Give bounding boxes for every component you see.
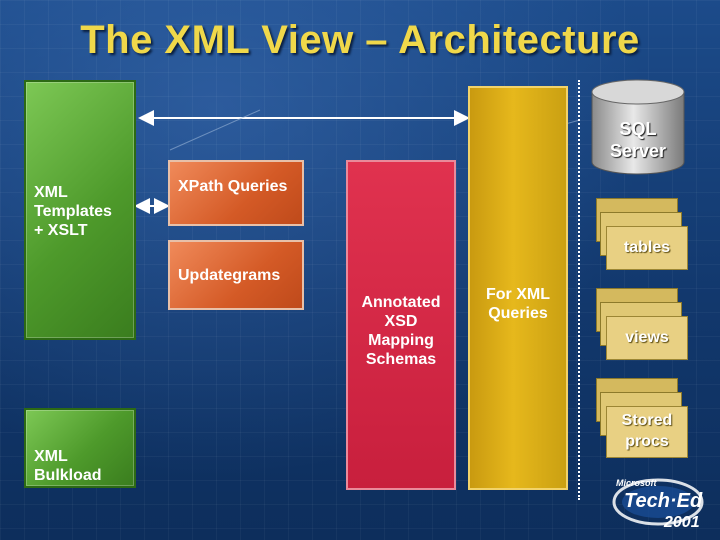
thin-line-1	[169, 109, 261, 151]
tables-label: tables	[623, 239, 671, 256]
for-xml-queries-box: For XML Queries	[468, 86, 568, 490]
sql-server-label: SQL Server	[609, 119, 667, 161]
tables-stack-front	[606, 226, 688, 270]
stored-procs-label: Stored procs	[621, 412, 673, 450]
xml-templates-box: XML Templates + XSLT	[24, 80, 136, 340]
xml-templates-label: XML Templates + XSLT	[34, 184, 112, 239]
database-cylinder-icon	[591, 79, 685, 175]
views-stack-front	[606, 316, 688, 360]
logo-name: Tech·Ed	[624, 490, 703, 512]
procs-stack-front	[606, 406, 688, 458]
teched-logo-icon	[612, 478, 704, 526]
xml-bulkload-box: XML Bulkload	[24, 408, 136, 488]
for-xml-queries-label: For XML Queries	[486, 286, 550, 322]
updategrams-box: Updategrams	[168, 240, 304, 310]
logo-year: 2001	[664, 514, 700, 531]
slide-title: The XML View – Architecture	[80, 18, 640, 62]
logo-brand: Microsoft	[616, 478, 657, 488]
server-boundary-line	[578, 80, 580, 500]
annotated-schemas-box: Annotated XSD Mapping Schemas	[346, 160, 456, 490]
updategrams-label: Updategrams	[178, 267, 281, 284]
xml-bulkload-label: XML Bulkload	[34, 448, 102, 484]
xpath-queries-box: XPath Queries	[168, 160, 304, 226]
views-label: views	[625, 329, 669, 346]
annotated-schemas-label: Annotated XSD Mapping Schemas	[361, 294, 441, 368]
xpath-queries-label: XPath Queries	[178, 178, 288, 195]
